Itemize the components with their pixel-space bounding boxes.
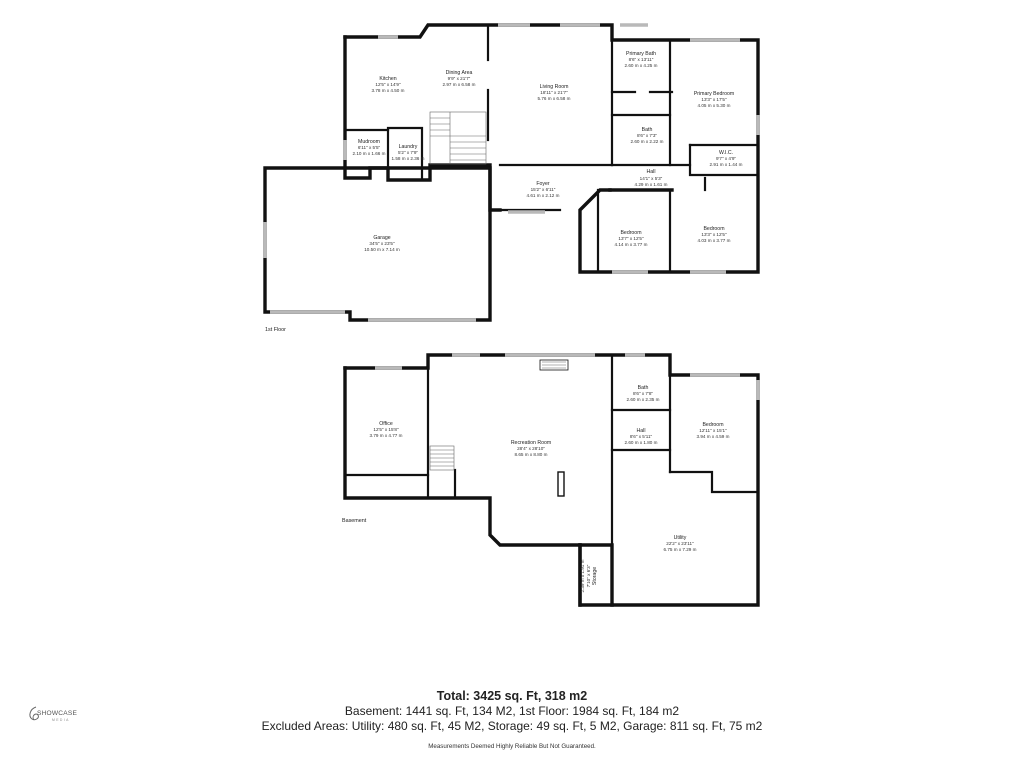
room-dimensions-metric: 3.78 m x 4.50 m	[372, 88, 405, 93]
room-dimensions-metric: 2.60 m x 4.25 m	[625, 63, 658, 68]
room-kitchen: Kitchen 12'5" x 14'9" 3.78 m x 4.50 m	[372, 76, 405, 93]
logo-text: SHOWCASE	[37, 710, 78, 717]
first-floor-plan: 1st Floor Kitchen 12'5" x 14'9" 3.78 m x…	[263, 23, 760, 333]
room-garage: Garage 34'5" x 23'5" 10.50 m x 7.14 m	[364, 235, 400, 252]
room-dimensions-imperial: 18'11" x 21'7"	[540, 90, 568, 95]
room-name: Primary Bedroom	[694, 91, 734, 97]
room-storage: Storage 7'10" x 6'3" 2.39 m x 1.91 m	[580, 559, 598, 592]
room-dimensions-imperial: 12'5" x 15'8"	[373, 427, 399, 432]
room-name: Bedroom	[703, 226, 724, 232]
room-dimensions-metric: 4.05 m x 5.30 m	[698, 103, 731, 108]
room-dimensions-metric: 3.94 m x 4.59 m	[697, 434, 730, 439]
room-dimensions-imperial: 13'7" x 12'5"	[618, 236, 644, 241]
room-dimensions-imperial: 8'6" x 13'11"	[629, 57, 654, 62]
room-dimensions-metric: 2.60 m x 2.22 m	[631, 139, 664, 144]
room-dimensions-imperial: 15'2" x 6'11"	[531, 187, 556, 192]
room-name: Recreation Room	[511, 440, 551, 446]
room-recreation-room: Recreation Room 28'4" x 28'10" 8.65 m x …	[511, 440, 551, 457]
room-dimensions-metric: 1.58 m x 2.36 m	[392, 156, 425, 161]
room-dimensions-metric: 8.65 m x 8.80 m	[515, 452, 548, 457]
room-name: Bedroom	[620, 230, 641, 236]
room-name: W.I.C.	[719, 150, 733, 156]
room-dimensions-metric: 2.60 m x 1.80 m	[625, 440, 658, 445]
disclaimer: Measurements Deemed Highly Reliable But …	[428, 743, 596, 750]
room-dimensions-metric: 4.29 m x 1.61 m	[635, 182, 668, 187]
room-name: Bath	[638, 385, 649, 391]
excluded-areas: Excluded Areas: Utility: 480 sq. Ft, 45 …	[261, 719, 763, 733]
room-name: Primary Bath	[626, 51, 656, 57]
room-bath: Bath 8'6" x 7'3" 2.60 m x 2.22 m	[631, 127, 664, 144]
room-name: Bedroom	[702, 422, 723, 428]
room-dimensions-imperial: 9'9" x 21'7"	[448, 76, 471, 81]
room-foyer: Foyer 15'2" x 6'11" 4.61 m x 2.12 m	[527, 181, 560, 198]
basement-plan: Basement Office 12'5" x 15'8" 3.79 m x 4…	[342, 353, 760, 607]
room-dimensions-metric: 2.97 m x 6.58 m	[443, 82, 476, 87]
room-dimensions-metric: 4.61 m x 2.12 m	[527, 193, 560, 198]
room-dimensions-imperial: 6'11" x 5'5"	[358, 145, 381, 150]
room-dimensions-imperial: 8'6" x 7'3"	[637, 133, 657, 138]
room-dining-area: Dining Area 9'9" x 21'7" 2.97 m x 6.58 m	[443, 70, 476, 87]
room-name: Bath	[642, 127, 653, 133]
room-primary-bath: Primary Bath 8'6" x 13'11" 2.60 m x 4.25…	[625, 51, 658, 68]
room-dimensions-imperial: 5'2" x 7'9"	[398, 150, 418, 155]
room-dimensions-imperial: 22'2" x 23'11"	[666, 541, 694, 546]
room-dimensions-metric: 3.79 m x 4.77 m	[370, 433, 403, 438]
room-name: Foyer	[536, 181, 550, 187]
room-name: Utility	[674, 535, 687, 541]
room-name: Garage	[373, 235, 390, 241]
room-dimensions-imperial: 13'3" x 17'5"	[701, 97, 727, 102]
room-dimensions-imperial: 14'1" x 5'3"	[640, 176, 663, 181]
logo-subtext: MEDIA	[52, 718, 70, 722]
room-name: Office	[379, 421, 393, 427]
room-dimensions-metric: 2.10 m x 1.66 m	[353, 151, 386, 156]
room-utility: Utility 22'2" x 23'11" 6.75 m x 7.29 m	[664, 535, 697, 552]
room-dimensions-metric: 4.03 m x 3.77 m	[698, 238, 731, 243]
room-dimensions-imperial: 12'5" x 14'9"	[375, 82, 401, 87]
room-bath: Bath 8'6" x 7'8" 2.60 m x 2.35 m	[627, 385, 660, 402]
room-office: Office 12'5" x 15'8" 3.79 m x 4.77 m	[370, 421, 403, 438]
room-dimensions-imperial: 34'5" x 23'5"	[369, 241, 395, 246]
room-wic: W.I.C. 9'7" x 4'9" 2.91 m x 1.44 m	[710, 150, 743, 167]
room-dimensions-metric: 2.91 m x 1.44 m	[710, 162, 743, 167]
floor-label: 1st Floor	[265, 327, 286, 333]
room-dimensions-imperial: 8'6" x 5'11"	[630, 434, 653, 439]
room-bedroom: Bedroom 12'11" x 15'1" 3.94 m x 4.59 m	[697, 422, 730, 439]
total-area: Total: 3425 sq. Ft, 318 m2	[436, 689, 588, 703]
room-name: Storage	[592, 567, 598, 585]
room-bedroom-2: Bedroom 13'3" x 12'5" 4.03 m x 3.77 m	[698, 226, 731, 243]
room-name: Mudroom	[358, 139, 380, 145]
room-dimensions-imperial: 8'6" x 7'8"	[633, 391, 653, 396]
room-name: Kitchen	[379, 76, 396, 82]
room-mudroom: Mudroom 6'11" x 5'5" 2.10 m x 1.66 m	[353, 139, 386, 156]
room-hall: Hall 8'6" x 5'11" 2.60 m x 1.80 m	[625, 428, 658, 445]
room-primary-bedroom: Primary Bedroom 13'3" x 17'5" 4.05 m x 5…	[694, 91, 734, 108]
room-dimensions-metric: 2.39 m x 1.91 m	[580, 559, 585, 592]
room-name: Laundry	[399, 144, 418, 150]
room-dimensions-imperial: 13'3" x 12'5"	[701, 232, 727, 237]
room-dimensions-imperial: 28'4" x 28'10"	[517, 446, 545, 451]
room-dimensions-metric: 5.76 m x 6.58 m	[538, 96, 571, 101]
room-dimensions-metric: 6.75 m x 7.29 m	[664, 547, 697, 552]
room-laundry: Laundry 5'2" x 7'9" 1.58 m x 2.36 m	[392, 144, 425, 161]
showcase-logo-icon	[29, 706, 39, 721]
room-dimensions-imperial: 7'10" x 6'3"	[586, 564, 591, 587]
room-living-room: Living Room 18'11" x 21'7" 5.76 m x 6.58…	[538, 84, 571, 101]
floor-label: Basement	[342, 518, 367, 524]
room-hall: Hall 14'1" x 5'3" 4.29 m x 1.61 m	[635, 169, 668, 187]
room-dimensions-metric: 2.60 m x 2.35 m	[627, 397, 660, 402]
room-dimensions-imperial: 12'11" x 15'1"	[699, 428, 727, 433]
room-dimensions-metric: 4.14 m x 3.77 m	[615, 242, 648, 247]
room-name: Dining Area	[446, 70, 473, 76]
room-dimensions-metric: 10.50 m x 7.14 m	[364, 247, 400, 252]
room-name: Living Room	[540, 84, 569, 90]
room-name: Hall	[647, 169, 656, 175]
room-name: Hall	[637, 428, 646, 434]
floor-areas: Basement: 1441 sq. Ft, 134 M2, 1st Floor…	[344, 704, 680, 718]
room-bedroom: Bedroom 13'7" x 12'5" 4.14 m x 3.77 m	[615, 230, 648, 247]
room-dimensions-imperial: 9'7" x 4'9"	[716, 156, 736, 161]
